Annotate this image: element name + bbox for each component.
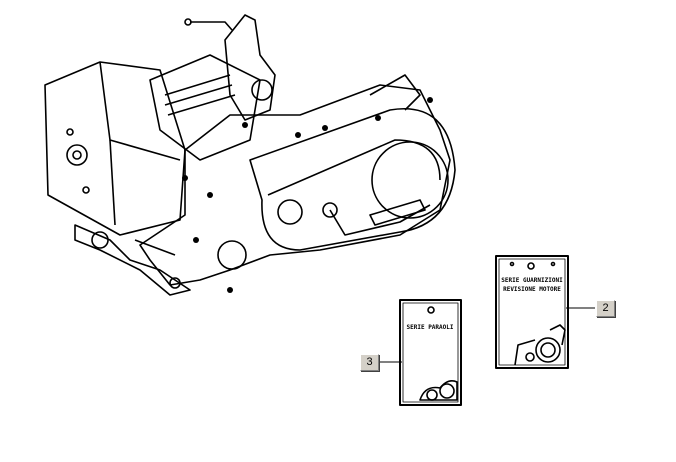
- gasket-set-packet: SERIE GUARNIZIONI REVISIONE MOTORE: [495, 255, 569, 369]
- packet-2-text-line2: REVISIONE MOTORE: [503, 286, 561, 293]
- callout-2[interactable]: 2: [596, 300, 615, 317]
- packet-2-text-line1: SERIE GUARNIZIONI: [501, 277, 563, 284]
- oil-seal-set-packet: SERIE PARAOLI: [399, 299, 462, 406]
- packet-3-text: SERIE PARAOLI: [407, 324, 454, 331]
- engine-illustration: [44, 14, 456, 296]
- callout-3[interactable]: 3: [360, 354, 379, 371]
